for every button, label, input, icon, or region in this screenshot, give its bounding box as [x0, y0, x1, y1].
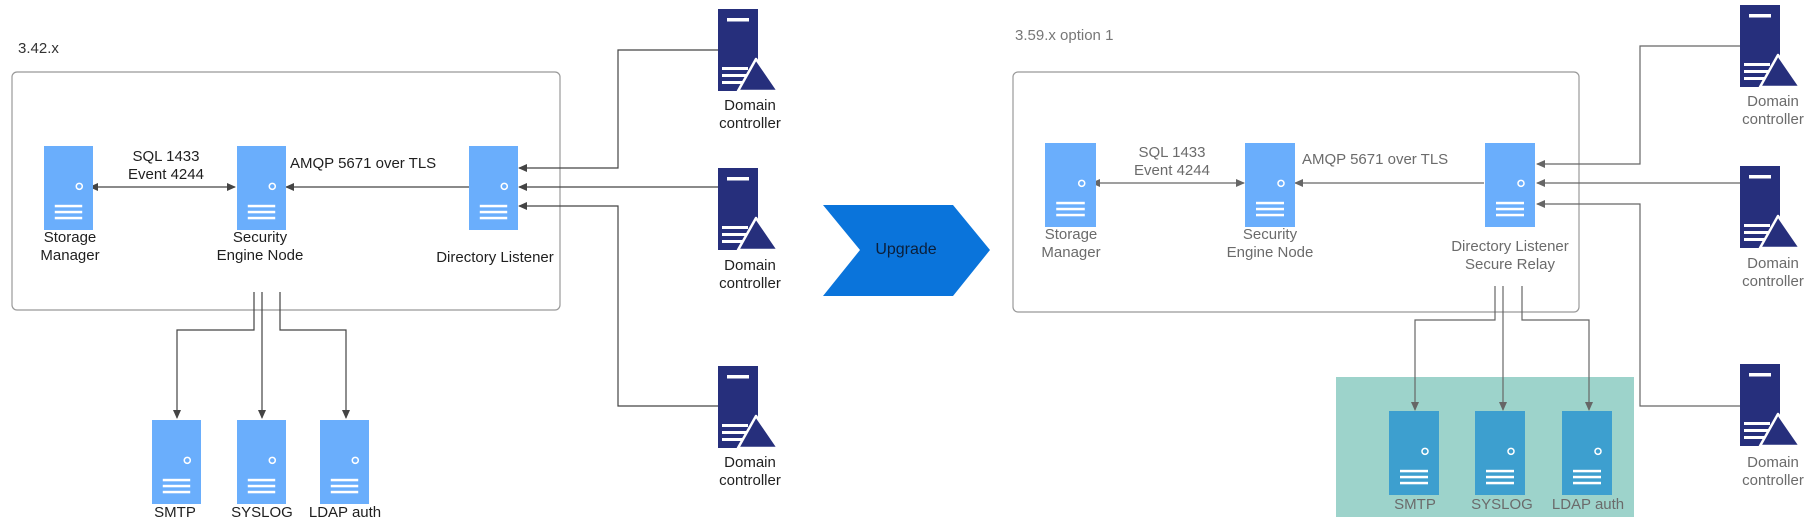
right-dc3-label: Domain controller — [1742, 454, 1804, 489]
right-smtp-server-icon — [1389, 411, 1439, 495]
left-link-dc3 — [518, 202, 718, 407]
left-smtp-label: SMTP — [154, 504, 196, 521]
upgrade-label: Upgrade — [875, 241, 937, 258]
right-link-dc1 — [1536, 45, 1740, 168]
left-amqp-link-label: AMQP 5671 over TLS — [290, 155, 437, 172]
right-relay-server-icon — [1485, 143, 1535, 227]
left-dc1-icon — [718, 9, 780, 93]
right-dc3-icon — [1740, 364, 1802, 448]
right-link-smtp — [1411, 286, 1496, 411]
left-sql-link-label: SQL 1433 Event 4244 — [128, 148, 204, 183]
left-dc1-label: Domain controller — [719, 97, 781, 132]
left-ldap-label: LDAP auth — [308, 504, 382, 521]
right-amqp-link-label: AMQP 5671 over TLS — [1302, 151, 1449, 168]
right-link-dc3 — [1536, 200, 1740, 407]
right-system-frame — [1012, 71, 1580, 313]
left-dc3-label: Domain controller — [719, 454, 781, 489]
right-link-ldap — [1521, 286, 1593, 411]
right-version-label: 3.59.x option 1 — [1015, 27, 1114, 44]
left-dc2-label: Domain controller — [719, 257, 781, 292]
right-ldap-label: LDAP auth — [1551, 496, 1625, 513]
left-system-frame — [11, 71, 561, 311]
left-directory-listener-label: Directory Listener — [436, 249, 554, 266]
left-version-label: 3.42.x — [18, 40, 59, 57]
right-directory-listener-label: Directory Listener Secure Relay — [1451, 238, 1569, 273]
right-security-engine-label: Security Engine Node — [1226, 226, 1314, 261]
right-security-engine-server-icon — [1245, 143, 1295, 227]
right-smtp-label: SMTP — [1394, 496, 1436, 513]
right-dc2-icon — [1740, 166, 1802, 250]
left-storage-manager-label: Storage Manager — [40, 229, 100, 264]
right-syslog-label: SYSLOG — [1471, 496, 1533, 513]
right-ldap-server-icon — [1562, 411, 1612, 495]
left-link-ldap — [279, 292, 350, 419]
right-dc2-label: Domain controller — [1742, 255, 1804, 290]
left-storage-manager-server-icon — [44, 146, 93, 230]
right-storage-manager-label: Storage Manager — [1041, 226, 1101, 261]
left-syslog-server-icon — [237, 420, 286, 504]
left-directory-listener-server-icon — [469, 146, 518, 230]
left-ldap-server-icon — [320, 420, 369, 504]
left-smtp-server-icon — [152, 420, 201, 504]
upgrade-chevron-icon — [823, 205, 990, 296]
right-dc1-icon — [1740, 5, 1802, 89]
right-sql-link-label: SQL 1433 Event 4244 — [1134, 144, 1210, 179]
right-dc1-label: Domain controller — [1742, 93, 1804, 128]
right-syslog-server-icon — [1475, 411, 1525, 495]
right-storage-manager-server-icon — [1045, 143, 1096, 227]
left-dc3-icon — [718, 366, 780, 450]
left-security-engine-label: Security Engine Node — [216, 229, 304, 264]
left-link-smtp — [173, 292, 255, 419]
left-security-engine-server-icon — [237, 146, 286, 230]
left-dc2-icon — [718, 168, 780, 252]
left-link-dc1 — [518, 49, 718, 172]
left-syslog-label: SYSLOG — [231, 504, 293, 521]
